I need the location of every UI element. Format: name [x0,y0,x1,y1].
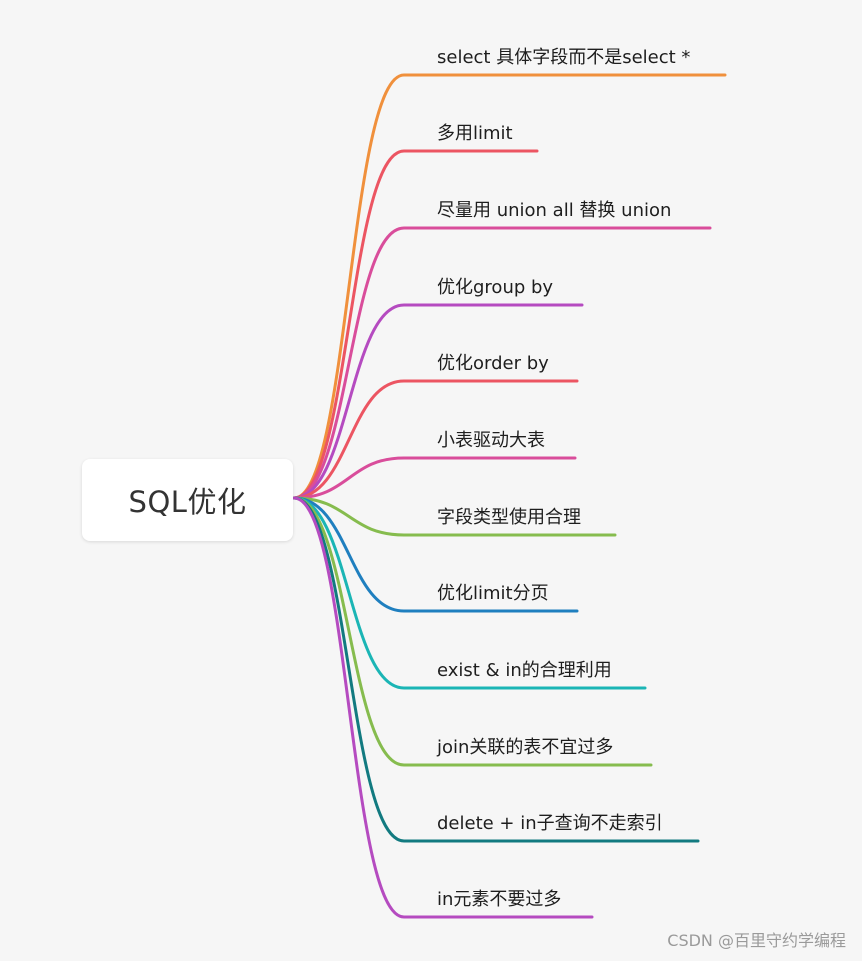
branch-connector [292,496,647,690]
branch-node-label[interactable]: 尽量用 union all 替换 union [437,200,672,221]
branch-node-label[interactable]: 字段类型使用合理 [437,507,581,528]
branch-connector [292,496,653,767]
branch-connector [292,303,584,500]
branch-node-label[interactable]: 优化limit分页 [437,583,549,604]
branch-node-label[interactable]: in元素不要过多 [437,889,562,910]
branch-node-label[interactable]: 小表驱动大表 [437,430,545,451]
branch-connector [292,456,577,500]
branch-node-label[interactable]: delete + in子查询不走索引 [437,813,663,834]
branch-connector [292,226,712,500]
branch-node-label[interactable]: 优化order by [437,353,549,374]
branch-node-label[interactable]: exist & in的合理利用 [437,660,612,681]
branch-connector [292,149,539,500]
branch-node-label[interactable]: select 具体字段而不是select * [437,47,691,68]
branch-connector [292,379,579,500]
branch-connector [292,496,579,613]
root-node[interactable]: SQL优化 [82,459,293,541]
branch-connector [292,73,727,500]
branch-node-label[interactable]: join关联的表不宜过多 [437,737,614,758]
branch-connector [292,496,617,537]
branch-node-label[interactable]: 优化group by [437,277,554,298]
watermark: CSDN @百里守约学编程 [667,931,846,950]
branch-connector [292,496,594,919]
root-node-label: SQL优化 [128,485,247,519]
branch-node-label[interactable]: 多用limit [437,123,513,144]
branch-connector [292,496,700,843]
